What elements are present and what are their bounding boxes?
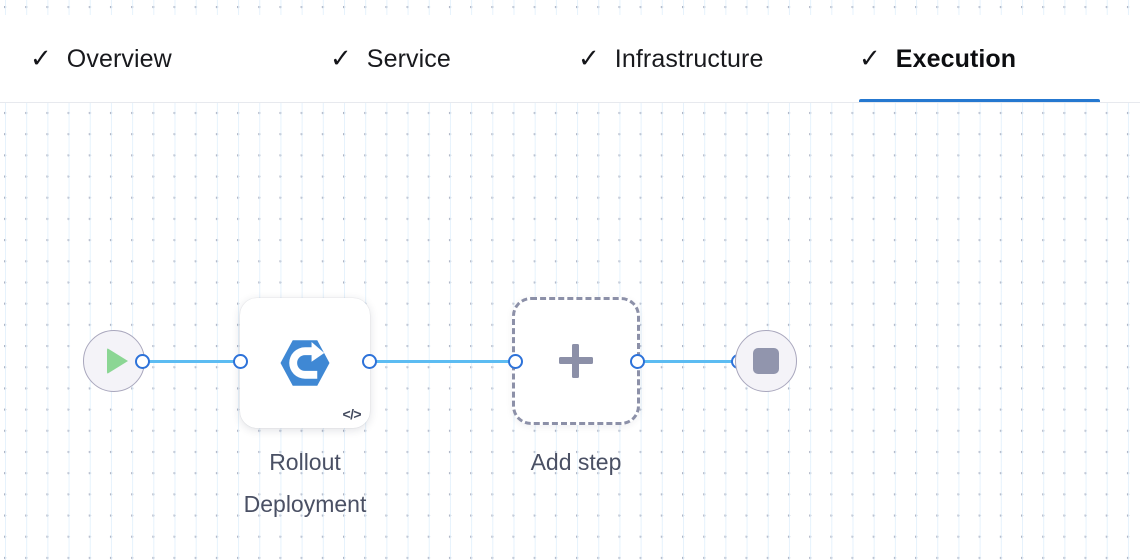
port-addstep-out[interactable] <box>630 354 645 369</box>
check-icon: ✓ <box>30 43 52 73</box>
execution-pipeline-graph: </> Rollout Deployment Add step <box>0 103 1140 560</box>
step-node-rollout-deployment[interactable]: </> <box>240 298 370 428</box>
tab-label: Overview <box>66 44 172 73</box>
step-node-label: Rollout Deployment <box>243 449 367 517</box>
tab-label: Service <box>366 44 451 73</box>
play-icon <box>107 348 128 374</box>
tab-label: Execution <box>895 44 1017 73</box>
port-step-out[interactable] <box>362 354 377 369</box>
port-addstep-in[interactable] <box>508 354 523 369</box>
pipeline-stage-tabbar: ✓ Overview ✓ Service ✓ Infrastructure ✓ … <box>0 15 1140 103</box>
edge-start-to-step <box>142 360 242 363</box>
tab-execution[interactable]: ✓ Execution <box>859 15 1100 103</box>
pipeline-end-node[interactable] <box>735 330 797 392</box>
plus-icon <box>559 344 593 378</box>
add-step-node[interactable] <box>512 297 640 425</box>
edge-addstep-to-end <box>636 360 740 363</box>
port-start-out[interactable] <box>135 354 150 369</box>
port-step-in[interactable] <box>233 354 248 369</box>
tab-infrastructure[interactable]: ✓ Infrastructure <box>578 15 838 103</box>
tab-service[interactable]: ✓ Service <box>330 15 515 103</box>
tab-active-underline <box>859 99 1100 103</box>
edge-step-to-addstep <box>369 360 517 363</box>
stop-icon <box>753 348 779 374</box>
tab-overview[interactable]: ✓ Overview <box>30 15 255 103</box>
check-icon: ✓ <box>578 43 600 73</box>
tab-label: Infrastructure <box>614 44 764 73</box>
add-step-label: Add step <box>530 449 622 475</box>
code-badge-icon: </> <box>342 406 362 422</box>
rollout-deployment-icon <box>277 335 333 391</box>
check-icon: ✓ <box>859 43 881 73</box>
check-icon: ✓ <box>330 43 352 73</box>
